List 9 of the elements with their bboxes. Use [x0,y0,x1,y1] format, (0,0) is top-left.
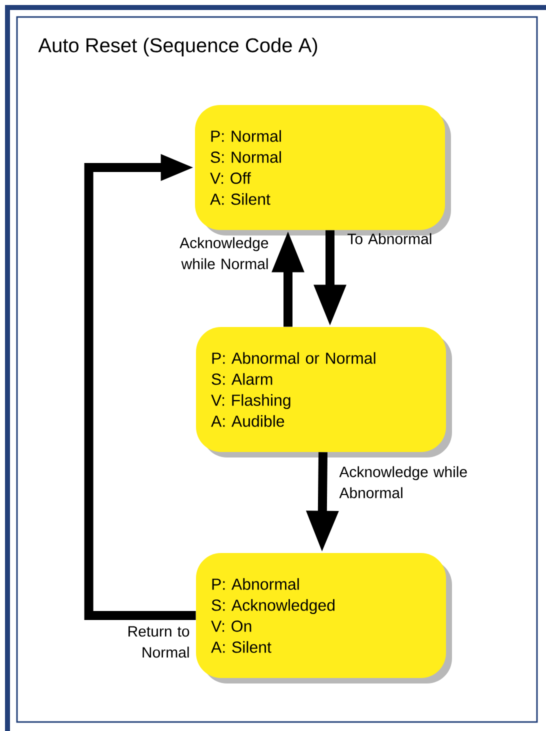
state-box: P: Normal S: Normal V: Off A: Silent [195,105,445,230]
title: Auto Reset (Sequence Code A) [38,38,318,56]
edge-label: Return to Normal [128,626,190,658]
state-box: P: Abnormal or Normal S: Alarm V: Flashing A: Audible [196,327,446,452]
arrow [84,154,196,620]
state-box: P: Abnormal S: Acknowledged V: On A: Silent [196,553,446,678]
edge-label: Acknowledge while Abnormal [339,466,467,498]
edge-label: Acknowledge while Normal [180,237,268,270]
edge-label: To Abnormal [348,233,432,244]
